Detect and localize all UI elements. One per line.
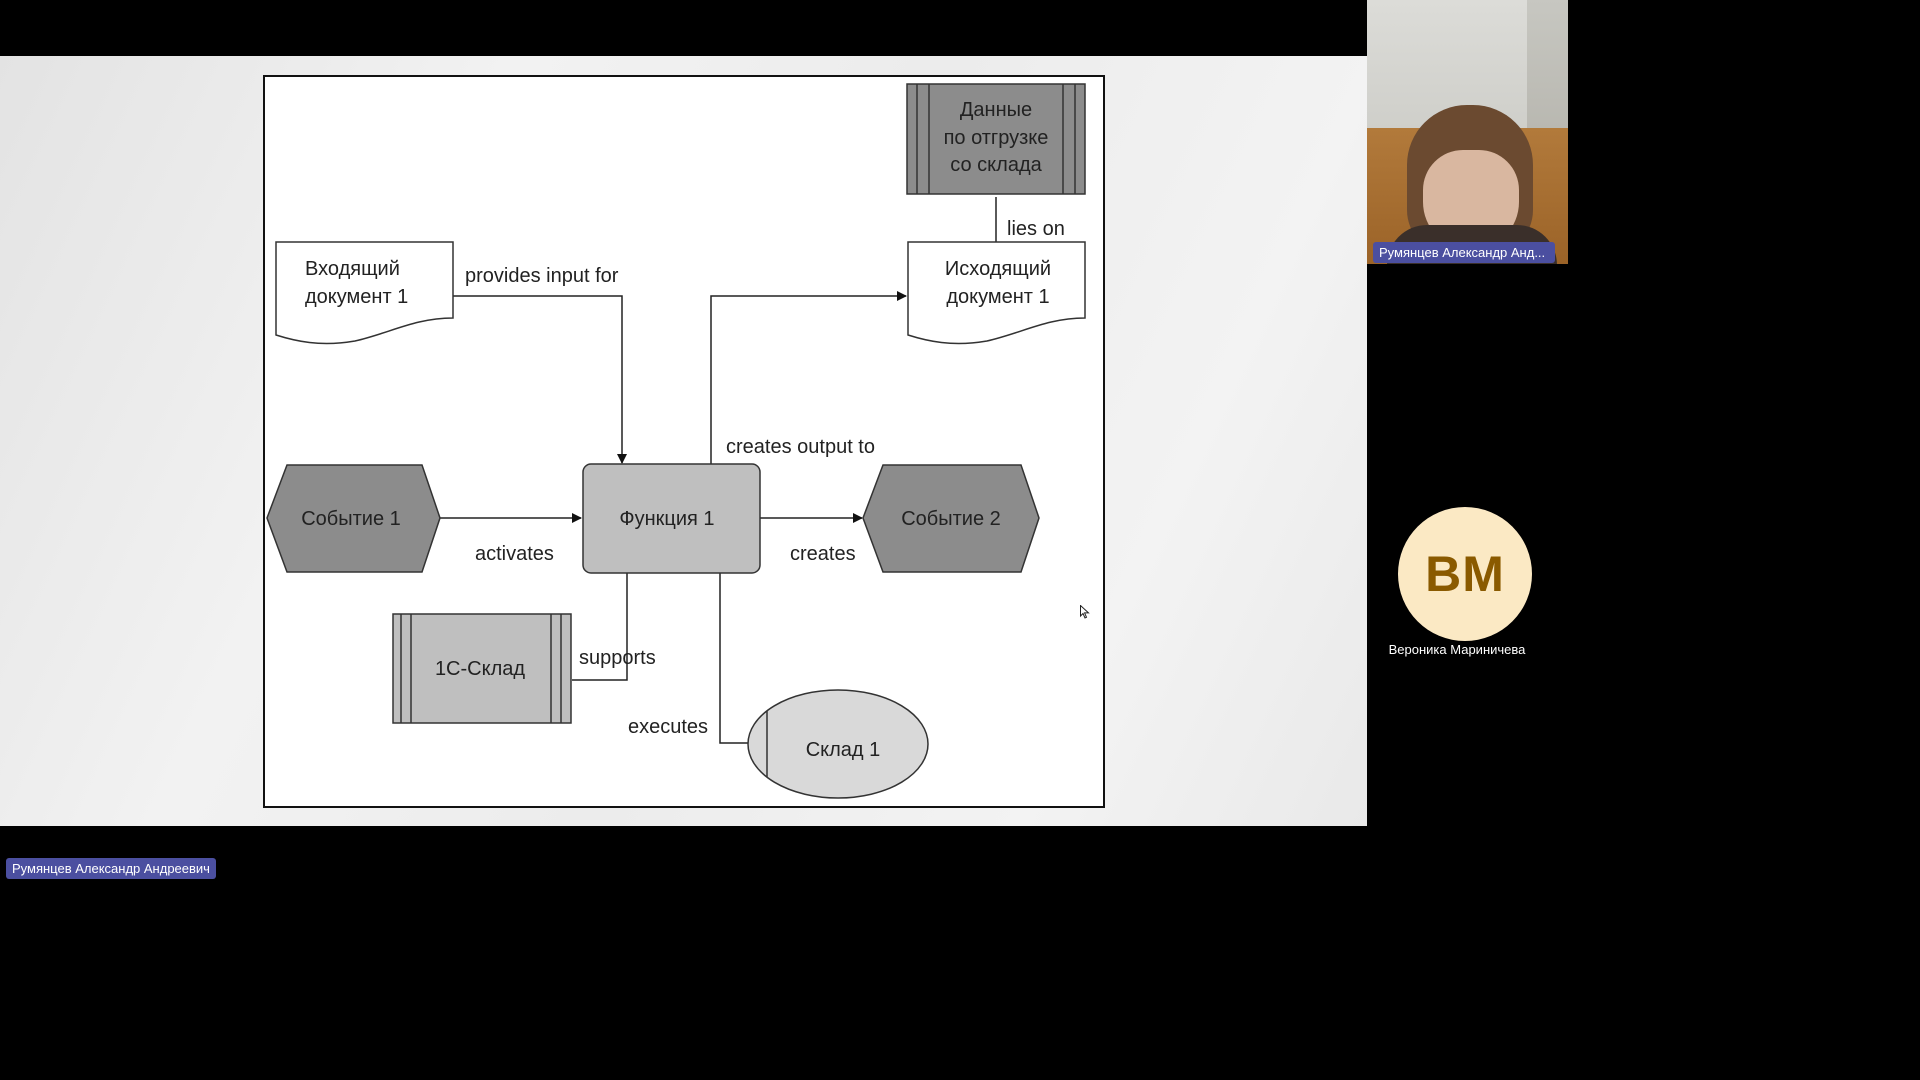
input-document-node: Входящий документ 1 (275, 241, 454, 345)
data-store-label-line2: по отгрузке (944, 127, 1049, 149)
output-document-label-line2: документ 1 (946, 286, 1049, 308)
event-2-node: Событие 2 (862, 464, 1040, 573)
video-background-door (1527, 0, 1568, 128)
system-label: 1С-Склад (435, 658, 525, 680)
event-2-label: Событие 2 (901, 508, 1001, 530)
output-document-label-line1: Исходящий (945, 258, 1051, 280)
participant-avatar-name: Вероника Мариничева (1388, 642, 1526, 657)
connector-supports (572, 573, 628, 681)
input-document-label-line2: документ 1 (305, 286, 408, 308)
output-document-node: Исходящий документ 1 (907, 241, 1086, 345)
connector-executes (719, 573, 748, 744)
shared-screen: Данные по отгрузке со склада Входящий до… (0, 56, 1367, 826)
diagram-slide: Данные по отгрузке со склада Входящий до… (263, 75, 1105, 808)
system-node: 1С-Склад (392, 613, 572, 724)
edge-label-creates: creates (790, 543, 856, 565)
event-1-label: Событие 1 (301, 508, 401, 530)
function-1-label: Функция 1 (619, 508, 714, 530)
participant-name-badge: Румянцев Александр Анд... (1373, 242, 1555, 263)
data-store-label-line3: со склада (950, 154, 1042, 176)
input-document-label-line1: Входящий (305, 258, 400, 280)
function-1-node: Функция 1 (582, 463, 761, 574)
process-diagram: Данные по отгрузке со склада Входящий до… (266, 83, 1086, 799)
edge-label-activates: activates (475, 543, 554, 565)
event-1-node: Событие 1 (266, 464, 441, 573)
warehouse-label: Склад 1 (806, 739, 881, 761)
participant-avatar[interactable]: ВМ (1398, 507, 1532, 641)
presenter-name-badge: Румянцев Александр Андреевич (6, 858, 216, 879)
data-store-label-line1: Данные (960, 99, 1032, 121)
edge-label-creates-output: creates output to (726, 436, 875, 458)
warehouse-node: Склад 1 (747, 689, 929, 799)
mouse-cursor-icon (1080, 605, 1090, 619)
connector-provides-input (453, 295, 627, 464)
edge-label-executes: executes (628, 716, 708, 738)
connector-creates-output (710, 291, 907, 464)
video-background-board (1367, 0, 1527, 128)
participant-video-tile[interactable] (1367, 0, 1568, 264)
edge-label-lies-on: lies on (1007, 218, 1065, 240)
data-store-node: Данные по отгрузке со склада (906, 83, 1086, 195)
edge-label-provides-input: provides input for (465, 265, 619, 287)
edge-label-supports: supports (579, 647, 656, 669)
